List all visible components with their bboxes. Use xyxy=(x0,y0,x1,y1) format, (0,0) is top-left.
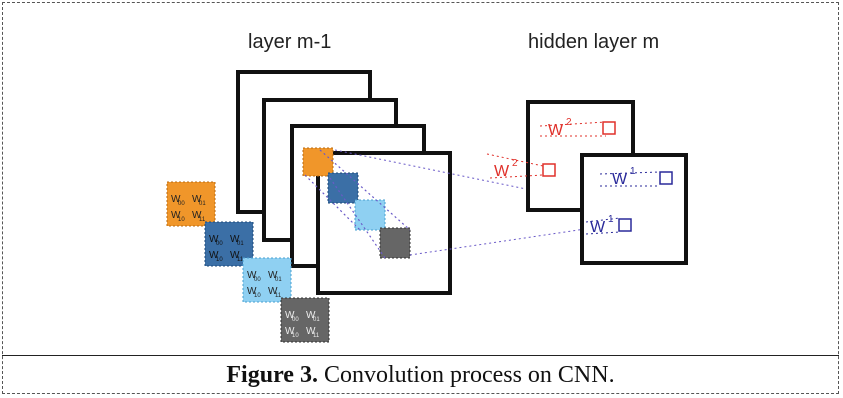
svg-text:11: 11 xyxy=(275,293,282,299)
svg-text:01: 01 xyxy=(237,241,244,247)
svg-text:W: W xyxy=(306,326,316,337)
layer-m-1-label: layer m-1 xyxy=(248,31,331,53)
w1-top-unit xyxy=(659,171,673,185)
svg-text:1: 1 xyxy=(608,214,614,225)
svg-text:10: 10 xyxy=(178,217,185,223)
svg-text:W: W xyxy=(247,286,257,297)
caption-divider xyxy=(2,355,839,356)
svg-text:00: 00 xyxy=(216,241,223,247)
patch-gray xyxy=(379,227,411,259)
svg-text:W: W xyxy=(209,234,219,245)
kernel-orange: W 00 W 01 W 10 W 11 xyxy=(166,181,216,227)
w1-bottom-unit xyxy=(618,218,632,232)
svg-text:10: 10 xyxy=(254,293,261,299)
patch-light-blue xyxy=(354,199,386,231)
w1-top-label: W xyxy=(612,171,628,188)
connect-line-bottom xyxy=(409,227,593,256)
w2-left-label: W xyxy=(494,163,510,180)
kernel-light-blue: W 00 W 01 W 10 W 11 xyxy=(242,257,292,303)
field-line-b xyxy=(329,177,386,259)
field-line-a xyxy=(319,149,411,231)
svg-text:1: 1 xyxy=(630,166,636,177)
connect-line-top xyxy=(334,149,581,201)
svg-text:01: 01 xyxy=(199,201,206,207)
figure-number: Figure 3. xyxy=(226,362,318,388)
patch-orange xyxy=(302,147,334,177)
hidden-feature-map-front xyxy=(580,153,688,265)
w1-bottom-label: W xyxy=(590,219,606,236)
w2-top-label: W xyxy=(548,122,564,139)
svg-text:00: 00 xyxy=(292,317,299,323)
w2-left-unit xyxy=(542,163,556,177)
svg-text:W: W xyxy=(306,310,316,321)
figure-frame xyxy=(2,2,839,394)
svg-text:W: W xyxy=(268,270,278,281)
w2-top-unit xyxy=(602,121,616,135)
svg-text:W: W xyxy=(171,194,181,205)
svg-text:W: W xyxy=(171,210,181,221)
kernel-gray: W 00 W 01 W 10 W 11 xyxy=(280,297,330,343)
svg-text:11: 11 xyxy=(237,257,244,263)
figure-caption: Figure 3. Convolution process on CNN. xyxy=(2,362,839,389)
svg-text:01: 01 xyxy=(275,277,282,283)
svg-text:W: W xyxy=(247,270,257,281)
svg-text:11: 11 xyxy=(313,333,320,339)
svg-text:10: 10 xyxy=(292,333,299,339)
cnn-diagram: layer m-1 hidden layer m W 2 W 2 W 1 W 1… xyxy=(166,31,688,343)
svg-text:W: W xyxy=(192,210,202,221)
svg-text:W: W xyxy=(230,250,240,261)
svg-text:00: 00 xyxy=(254,277,261,283)
svg-text:W: W xyxy=(268,286,278,297)
svg-text:W: W xyxy=(192,194,202,205)
patch-dark-blue xyxy=(327,172,359,204)
svg-text:W: W xyxy=(285,326,295,337)
svg-text:W: W xyxy=(285,310,295,321)
svg-text:W: W xyxy=(230,234,240,245)
svg-text:W: W xyxy=(209,250,219,261)
caption-text: Convolution process on CNN. xyxy=(317,362,615,388)
hidden-layer-m-label: hidden layer m xyxy=(528,31,659,53)
svg-text:00: 00 xyxy=(178,201,185,207)
svg-text:2: 2 xyxy=(566,117,572,128)
svg-text:2: 2 xyxy=(512,158,518,169)
svg-text:10: 10 xyxy=(216,257,223,263)
svg-text:11: 11 xyxy=(199,217,206,223)
svg-text:01: 01 xyxy=(313,317,320,323)
